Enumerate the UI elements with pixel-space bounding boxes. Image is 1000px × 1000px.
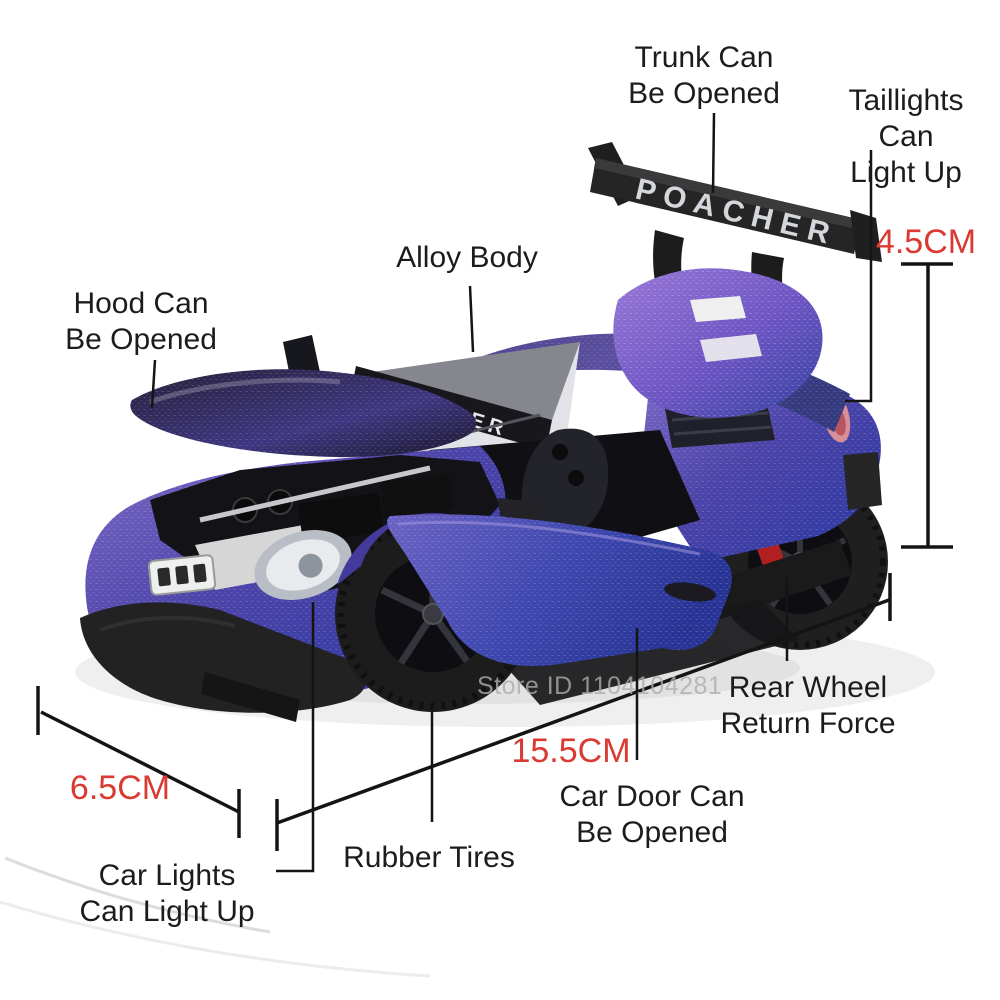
hood-label: Hood Can Be Opened [65, 287, 217, 356]
height-dimension-line [901, 262, 953, 549]
nose-decal [147, 554, 217, 596]
rear-wing: POACHER [588, 142, 882, 418]
car-door-label: Car Door Can Be Opened [559, 780, 745, 849]
hood-callout-line [150, 359, 157, 409]
taillights-callout-line [845, 150, 873, 403]
rear-wheel-label: Rear Wheel Return Force [720, 671, 896, 740]
rear-diffuser [700, 540, 852, 622]
car-lights-callout-line [276, 602, 315, 873]
alloy-body-callout-line [468, 285, 475, 353]
trunk-callout-line [711, 112, 716, 194]
front-splitter [80, 602, 366, 722]
length-dimension-label: 15.5CM [511, 732, 631, 770]
taillights-label: Taillights Can Light Up [848, 84, 964, 189]
trunk-label: Trunk Can Be Opened [628, 41, 780, 110]
store-id-watermark: Store ID 1104104281 [477, 672, 723, 700]
headlight [254, 530, 352, 600]
width-dimension-label: 6.5CM [69, 769, 171, 807]
open-door [387, 498, 732, 667]
alloy-body-label: Alloy Body [396, 241, 538, 274]
rubber-tires-label: Rubber Tires [343, 841, 515, 874]
side-mirror [498, 498, 540, 520]
annotation-lines [36, 112, 953, 873]
open-hood [130, 335, 477, 458]
rocker-panel [500, 600, 800, 705]
length-dimension-line [275, 573, 892, 851]
width-dimension-line [36, 686, 241, 838]
car-lights-label: Car Lights Can Light Up [79, 859, 255, 928]
height-dimension-label: 4.5CM [875, 223, 977, 261]
rear-bumper [843, 452, 882, 510]
seat [521, 428, 609, 541]
door-handle [664, 582, 716, 602]
